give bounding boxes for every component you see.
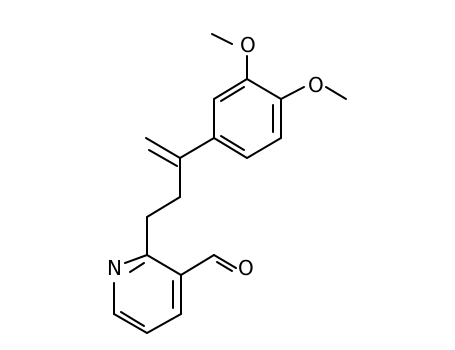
pyridine-double-inner-2 bbox=[120, 311, 145, 327]
aldehyde-c-bond bbox=[180, 254, 215, 276]
benzene-double-inner-2 bbox=[220, 135, 245, 151]
benzene-bond-6 bbox=[213, 78, 248, 100]
bond-ring-to-alkene bbox=[179, 137, 215, 159]
aldehyde-double-bond-a bbox=[213, 254, 237, 269]
pyridine-bond-c2-c3 bbox=[146, 254, 182, 276]
bond-methyl-o-top bbox=[211, 33, 233, 45]
chain-bond-2 bbox=[146, 196, 181, 218]
alkene-double-bond-b bbox=[148, 149, 178, 167]
methoxy-top-oxygen-label: O bbox=[240, 33, 256, 57]
pyridine-bond-n-c2 bbox=[124, 254, 148, 264]
alkene-double-bond-a bbox=[145, 137, 181, 159]
benzene-bond-3 bbox=[246, 137, 282, 159]
pyridine-bond-c5-c6 bbox=[113, 313, 148, 334]
aldehyde-double-bond-b bbox=[216, 261, 233, 272]
benzene-bond-4 bbox=[213, 137, 248, 159]
pyridine-double-inner-3 bbox=[129, 262, 145, 273]
benzene-bond-1 bbox=[246, 78, 282, 100]
benzene-double-inner-3 bbox=[220, 86, 245, 102]
bond-o-right-methyl bbox=[325, 86, 347, 100]
aldehyde-oxygen-label: O bbox=[238, 256, 254, 280]
methoxy-right-oxygen-label: O bbox=[308, 73, 324, 97]
bond-ring-o-right bbox=[280, 86, 305, 100]
pyridine-bond-c4-c5 bbox=[146, 313, 182, 334]
pyridine-nitrogen-label: N bbox=[107, 256, 122, 280]
